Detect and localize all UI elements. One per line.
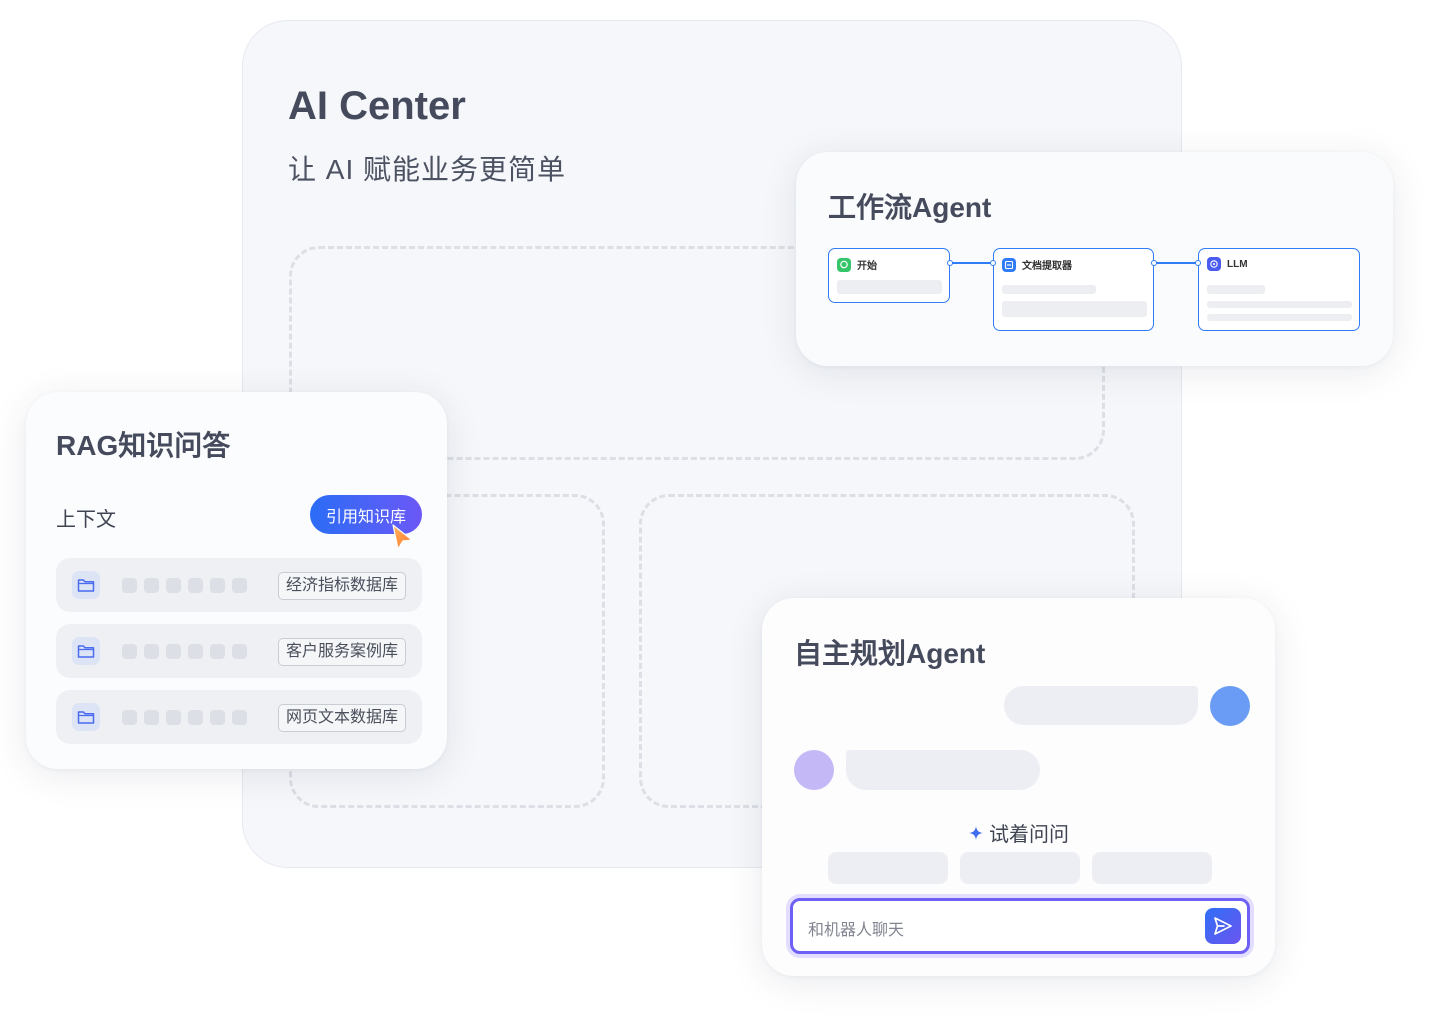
workflow-port[interactable] xyxy=(947,260,953,266)
folder-icon xyxy=(72,571,100,599)
placeholder-block xyxy=(188,710,203,725)
knowledge-base-item[interactable]: 客户服务案例库 xyxy=(56,624,422,678)
placeholder-block xyxy=(122,578,137,593)
placeholder-block xyxy=(232,578,247,593)
context-label: 上下文 xyxy=(56,503,116,532)
node-content-placeholder xyxy=(1002,301,1147,317)
rag-qa-title: RAG知识问答 xyxy=(56,424,230,464)
send-icon xyxy=(1212,915,1234,937)
workflow-port[interactable] xyxy=(1151,260,1157,266)
user-avatar xyxy=(1210,686,1250,726)
placeholder-block xyxy=(166,578,181,593)
knowledge-base-item[interactable]: 网页文本数据库 xyxy=(56,690,422,744)
autonomous-agent-title: 自主规划Agent xyxy=(794,632,985,672)
knowledge-base-tag: 网页文本数据库 xyxy=(278,704,406,732)
workflow-node-llm[interactable]: LLM xyxy=(1198,248,1360,331)
node-content-placeholder xyxy=(1207,301,1352,308)
placeholder-block xyxy=(210,710,225,725)
placeholder-block xyxy=(210,578,225,593)
bot-avatar xyxy=(794,750,834,790)
placeholder-block xyxy=(122,710,137,725)
placeholder-block xyxy=(166,710,181,725)
page-subtitle: 让 AI 赋能业务更简单 xyxy=(288,148,566,188)
user-message-bubble xyxy=(1004,686,1198,725)
placeholder-block xyxy=(144,578,159,593)
workflow-port[interactable] xyxy=(1195,260,1201,266)
workflow-node-document-extractor[interactable]: 文档提取器 xyxy=(993,248,1154,331)
workflow-node-label: 文档提取器 xyxy=(1022,257,1072,272)
suggested-question[interactable] xyxy=(828,852,948,884)
placeholder-block xyxy=(210,644,225,659)
placeholder-block xyxy=(144,710,159,725)
node-content-placeholder xyxy=(1207,285,1265,294)
placeholder-block xyxy=(122,644,137,659)
chat-input-placeholder[interactable]: 和机器人聊天 xyxy=(808,916,904,940)
node-content-placeholder xyxy=(837,280,942,294)
page-title: AI Center xyxy=(288,84,466,129)
suggested-question[interactable] xyxy=(1092,852,1212,884)
llm-icon xyxy=(1207,257,1221,271)
document-extract-icon xyxy=(1002,258,1016,272)
workflow-port[interactable] xyxy=(990,260,996,266)
folder-icon xyxy=(72,637,100,665)
cursor-pointer-icon xyxy=(390,523,416,551)
placeholder-block xyxy=(166,644,181,659)
placeholder-block xyxy=(232,644,247,659)
try-asking-label: 试着问问 xyxy=(989,818,1069,847)
workflow-connector xyxy=(950,262,993,264)
workflow-node-label: LLM xyxy=(1227,259,1248,270)
chat-bubble-icon xyxy=(837,258,851,272)
knowledge-base-tag: 客户服务案例库 xyxy=(278,638,406,666)
chat-input-box[interactable]: 和机器人聊天 xyxy=(790,898,1250,954)
workflow-node-start[interactable]: 开始 xyxy=(828,248,950,303)
folder-icon xyxy=(72,703,100,731)
knowledge-base-tag: 经济指标数据库 xyxy=(278,572,406,600)
bot-message-bubble xyxy=(846,750,1040,790)
knowledge-base-item[interactable]: 经济指标数据库 xyxy=(56,558,422,612)
suggested-question[interactable] xyxy=(960,852,1080,884)
placeholder-block xyxy=(188,578,203,593)
placeholder-block xyxy=(144,644,159,659)
sparkle-icon xyxy=(968,825,984,841)
placeholder-block xyxy=(232,710,247,725)
workflow-agent-title: 工作流Agent xyxy=(828,186,991,226)
workflow-connector xyxy=(1154,262,1198,264)
node-content-placeholder xyxy=(1002,285,1096,294)
node-content-placeholder xyxy=(1207,314,1352,321)
try-asking-row: 试着问问 xyxy=(968,818,1069,847)
placeholder-block xyxy=(188,644,203,659)
workflow-node-label: 开始 xyxy=(857,257,877,272)
send-button[interactable] xyxy=(1205,908,1241,944)
